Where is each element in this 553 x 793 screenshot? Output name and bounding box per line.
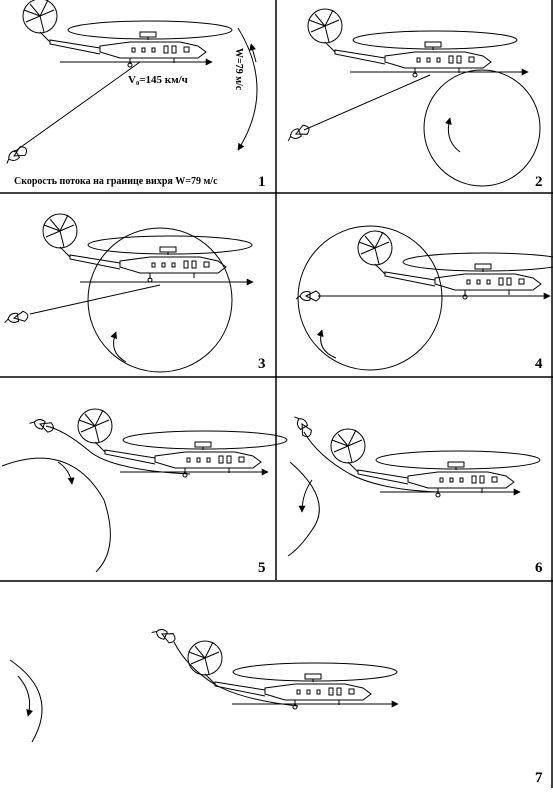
panel-6: [287, 412, 541, 557]
panel-number-2: 2: [535, 174, 543, 190]
panel-5: [1, 408, 288, 573]
panel-number-3: 3: [258, 356, 266, 372]
panel-2: [284, 8, 541, 187]
parachute-icon: [28, 415, 56, 434]
parachute-icon: [284, 123, 312, 144]
vortex-arc: [287, 461, 320, 557]
vortex-speed-label: W=79 м/с: [233, 48, 244, 91]
vortex-arc: [1, 457, 111, 573]
panel-number-5: 5: [258, 560, 266, 576]
panel-7: [9, 624, 399, 743]
helicopter-icon: [77, 408, 288, 478]
vortex-arc: [237, 27, 258, 151]
panel-number-6: 6: [535, 560, 543, 576]
panel-number-4: 4: [535, 356, 543, 372]
panel-4: [295, 225, 553, 371]
helicopter-icon: [42, 213, 253, 283]
helicopter-icon: [187, 640, 398, 710]
vortex-circle: [423, 69, 541, 187]
helicopter-icon: [307, 8, 518, 78]
parachute-icon: [2, 144, 30, 166]
parachute-icon: [295, 290, 321, 302]
vortex-arc: [9, 659, 43, 743]
vortex-circle: [87, 227, 233, 373]
panel-number-7: 7: [535, 770, 543, 786]
parachute-icon: [2, 310, 30, 326]
helicopter-icon: [22, 0, 233, 68]
panel-number-1: 1: [258, 174, 266, 190]
panel-1: [2, 0, 258, 166]
speed-label: V₀=145 км/ч: [128, 74, 188, 86]
panel-3: [2, 213, 254, 373]
parachute-icon: [150, 624, 178, 645]
helicopter-icon: [357, 230, 553, 300]
vortex-circle: [297, 225, 443, 371]
parachute-icon: [292, 412, 314, 440]
helicopter-icon: [330, 428, 541, 498]
caption: Скорость потока на границе вихря W=79 м/…: [14, 176, 218, 187]
